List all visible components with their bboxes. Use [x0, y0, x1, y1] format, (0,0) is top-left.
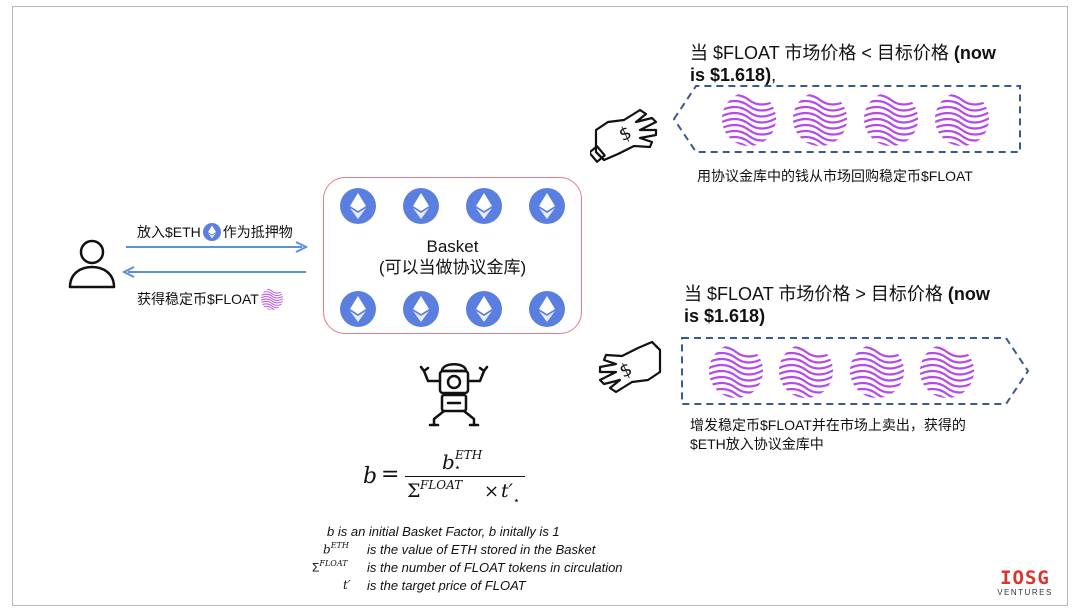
legend-line-2: bETH — [323, 541, 349, 557]
eth-coin-icon — [340, 291, 376, 327]
buyback-chevron — [672, 85, 1021, 153]
float-coin-icon — [779, 344, 833, 398]
brand-name: IOSG — [1000, 567, 1050, 589]
brand-sub: VENTURES — [997, 588, 1053, 597]
float-coin-icon — [793, 92, 847, 146]
basket-factor-formula: b = b ETH ⋆ Σ FLOAT × t′ ⋆ — [363, 448, 563, 508]
legend-text-2: is the value of ETH stored in the Basket — [367, 542, 596, 557]
bottom-case-caption: 增发稳定币$FLOAT并在市场上卖出，获得的 $ETH放入协议金库中 — [690, 417, 966, 452]
eth-coin-icon — [466, 188, 502, 224]
fraction-bar — [405, 476, 525, 477]
flow-arrows — [121, 241, 309, 278]
float-coin-icon — [850, 344, 904, 398]
eth-coin-icon — [202, 223, 221, 241]
eth-coin-icon — [340, 188, 376, 224]
eth-coin-icon — [529, 291, 565, 327]
float-coin-icon — [261, 288, 283, 310]
eth-coin-icon — [529, 188, 565, 224]
legend-line-4: t′ — [343, 578, 351, 592]
sell-hand-icon: $ — [598, 340, 662, 394]
basket-label: Basket (可以当做协议金库) — [378, 237, 527, 277]
svg-text:$: $ — [616, 122, 635, 146]
legend-text-4: is the target price of FLOAT — [367, 578, 526, 593]
float-coin-icon — [864, 92, 918, 146]
float-coin-icon — [920, 344, 974, 398]
robot-icon — [419, 363, 489, 427]
legend-text-3: is the number of FLOAT tokens in circula… — [367, 560, 623, 575]
float-coin-icon — [722, 92, 776, 146]
float-coin-icon — [935, 92, 989, 146]
top-case-title: 当 $FLOAT 市场价格 < 目标价格 (now is $1.618), — [690, 43, 996, 85]
user-icon — [68, 239, 116, 289]
receive-label: 获得稳定币$FLOAT — [137, 288, 283, 310]
legend-line-3: ΣFLOAT — [312, 559, 348, 575]
svg-text:$: $ — [616, 359, 635, 383]
eth-coin-icon — [466, 291, 502, 327]
issue-chevron — [681, 337, 1030, 405]
float-coin-icon — [709, 344, 763, 398]
eth-coin-icon — [403, 291, 439, 327]
bottom-case-title: 当 $FLOAT 市场价格 > 目标价格 (now is $1.618) — [684, 284, 990, 326]
legend-line-1: b is an initial Basket Factor, b initall… — [327, 524, 560, 539]
eth-coin-icon — [403, 188, 439, 224]
top-case-caption: 用协议金库中的钱从市场回购稳定币$FLOAT — [697, 168, 973, 184]
buy-hand-icon: $ — [590, 108, 658, 163]
basket-box — [323, 177, 582, 334]
slide-frame — [12, 6, 1068, 606]
brand-logo: IOSG VENTURES — [990, 569, 1060, 598]
